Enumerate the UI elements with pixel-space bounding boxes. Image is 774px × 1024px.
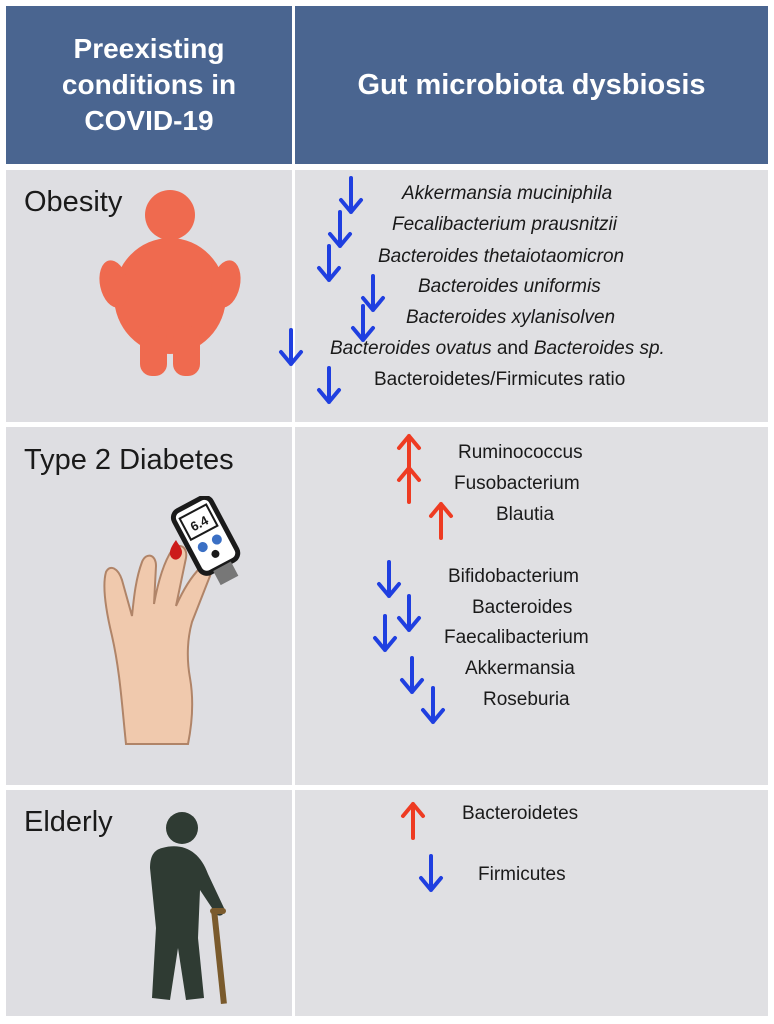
down-arrow-icon <box>327 210 353 250</box>
down-arrow-icon <box>372 614 398 654</box>
down-arrow-icon <box>316 244 342 284</box>
elderly-person-with-cane-icon <box>112 808 242 1013</box>
microbe-label: Roseburia <box>483 689 570 710</box>
microbe-label: Bacteroides xylanisolven <box>406 307 616 328</box>
microbe-label: Akkermansia <box>465 658 575 679</box>
up-arrow-icon <box>396 432 422 472</box>
down-arrow-icon <box>396 594 422 634</box>
microbe-label: Blautia <box>496 504 555 525</box>
microbe-label: Bacteroides thetaiotaomicron <box>378 246 625 267</box>
down-arrow-icon <box>420 686 446 726</box>
header-right-title: Gut microbiota dysbiosis <box>357 68 706 101</box>
up-arrow-icon <box>396 464 422 504</box>
microbe-label: Bacteroidetes <box>462 803 579 824</box>
microbe-label: Bifidobacterium <box>448 566 579 587</box>
obese-person-icon <box>95 178 245 388</box>
row-diabetes-right <box>295 427 768 785</box>
down-arrow-icon <box>278 328 304 368</box>
up-arrow-icon <box>428 500 454 540</box>
microbe-label: Fusobacterium <box>454 473 580 494</box>
microbe-label: Faecalibacterium <box>444 627 589 648</box>
down-arrow-icon <box>316 366 342 406</box>
down-arrow-icon <box>418 854 444 894</box>
down-arrow-icon <box>376 560 402 600</box>
microbe-label: Akkermansia muciniphila <box>402 183 613 204</box>
row-label-elderly: Elderly <box>24 806 113 838</box>
microbe-label-part: and <box>491 338 534 359</box>
microbe-label: Bacteroides <box>472 597 573 618</box>
down-arrow-icon <box>399 656 425 696</box>
row-label-obesity: Obesity <box>24 186 123 218</box>
down-arrow-icon <box>350 304 376 344</box>
row-label-type2-diabetes: Type 2 Diabetes <box>24 444 234 476</box>
microbe-label: Fecalibacterium prausnitzii <box>392 214 617 235</box>
microbe-label-part: Bacteroides sp. <box>533 338 665 359</box>
microbe-label: Bacteroides uniformis <box>418 276 601 297</box>
microbe-label-part: Bacteroides ovatus <box>330 338 492 359</box>
microbe-label: Bacteroides ovatus and Bacteroides sp. <box>330 338 665 360</box>
header-left-title: Preexisting conditions in COVID-19 <box>61 33 237 136</box>
up-arrow-icon <box>400 800 426 840</box>
row-elderly-left <box>6 790 292 1016</box>
glucose-meter-hand-icon: 6.4 <box>98 494 248 751</box>
microbe-label: Ruminococcus <box>458 442 583 463</box>
microbe-label: Bacteroidetes/Firmicutes ratio <box>374 369 626 390</box>
down-arrow-icon <box>360 274 386 314</box>
microbe-label: Firmicutes <box>478 864 566 885</box>
header-gut-microbiota: Gut microbiota dysbiosis <box>295 6 768 164</box>
row-elderly-right <box>295 790 768 1016</box>
header-preexisting-conditions: Preexisting conditions in COVID-19 <box>6 6 292 164</box>
down-arrow-icon <box>338 176 364 216</box>
